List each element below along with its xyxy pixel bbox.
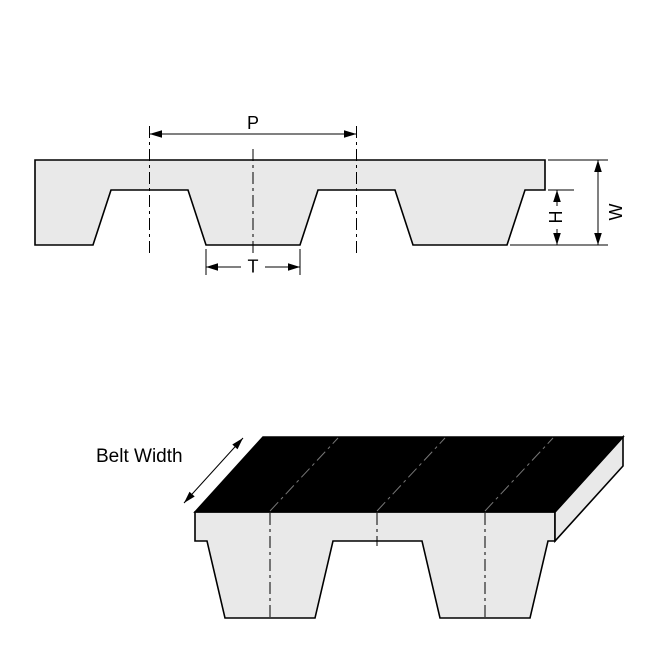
tooth-height-arrowhead-top xyxy=(553,190,561,202)
tooth-width-label: T xyxy=(248,257,259,277)
belt-top-face xyxy=(193,436,625,513)
thickness-label: W xyxy=(606,204,626,221)
isometric-view: Belt Width xyxy=(96,434,625,619)
belt-width-arrow-line xyxy=(183,437,244,504)
belt-width-arrowhead-top xyxy=(232,438,243,450)
tooth-height-label: H xyxy=(546,211,566,224)
dimension-tooth-height: H xyxy=(546,189,574,245)
belt-width-arrowhead-bottom xyxy=(184,491,195,503)
belt-front-face xyxy=(194,511,556,619)
pitch-arrowhead-left xyxy=(149,130,162,138)
top-face-centerline-1 xyxy=(269,437,339,512)
pitch-label: P xyxy=(247,113,259,133)
cross-section-view: P T H xyxy=(34,113,626,277)
dimension-thickness: W xyxy=(510,159,626,246)
tooth-width-arrowhead-right xyxy=(288,263,300,271)
top-face-centerline-3 xyxy=(484,437,554,512)
top-face-centerline-2 xyxy=(376,437,446,512)
tooth-width-arrowhead-left xyxy=(206,263,218,271)
thickness-arrowhead-top xyxy=(594,160,602,172)
dimension-tooth-width: T xyxy=(205,249,301,277)
pitch-arrowhead-right xyxy=(344,130,357,138)
belt-width-annotation: Belt Width xyxy=(96,437,244,504)
belt-profile-shape xyxy=(34,159,546,246)
tooth-height-arrowhead-bottom xyxy=(553,233,561,245)
belt-width-label: Belt Width xyxy=(96,446,183,467)
dimension-pitch: P xyxy=(149,113,357,138)
thickness-arrowhead-bottom xyxy=(594,233,602,245)
